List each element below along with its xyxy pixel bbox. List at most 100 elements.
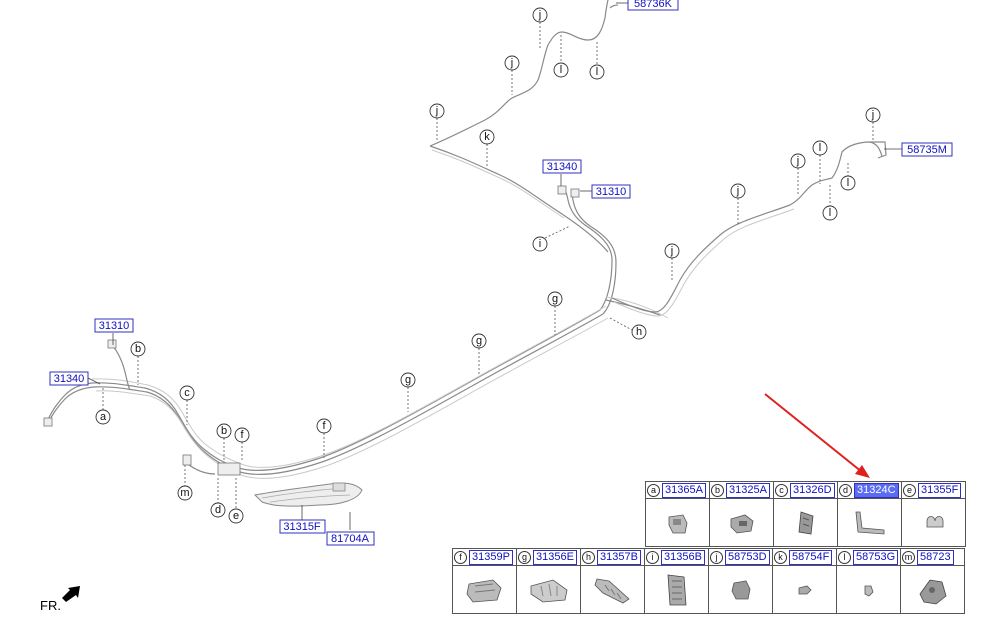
svg-text:g: g bbox=[552, 293, 558, 305]
main-tube-bundle bbox=[47, 187, 669, 479]
leader-lines bbox=[87, 2, 902, 530]
svg-text:c: c bbox=[184, 387, 190, 399]
clip-icon bbox=[466, 579, 501, 602]
callout-j: j bbox=[790, 153, 806, 169]
callout-e: e bbox=[228, 508, 244, 524]
svg-text:l: l bbox=[829, 207, 831, 219]
svg-text:l: l bbox=[847, 177, 849, 189]
callout-a: a bbox=[95, 409, 111, 425]
svg-text:31310: 31310 bbox=[99, 320, 130, 332]
callout-i: i bbox=[532, 236, 548, 252]
svg-text:f: f bbox=[322, 420, 326, 432]
svg-text:j: j bbox=[538, 9, 541, 21]
pointer-arrow bbox=[764, 393, 870, 478]
svg-text:j: j bbox=[871, 109, 874, 121]
callout-b: b bbox=[216, 423, 232, 439]
svg-text:h: h bbox=[636, 326, 642, 338]
callout-c: c bbox=[179, 385, 195, 401]
callout-f: f bbox=[234, 427, 250, 443]
upper-tube bbox=[429, 0, 619, 253]
part-label-31310: 31310 bbox=[591, 184, 631, 199]
clip-icon bbox=[668, 514, 687, 533]
part-label-31340: 31340 bbox=[542, 159, 582, 174]
svg-text:j: j bbox=[435, 105, 438, 117]
callout-j: j bbox=[504, 55, 520, 71]
callout-l: l bbox=[812, 140, 828, 156]
svg-text:l: l bbox=[819, 142, 821, 154]
callout-l: l bbox=[840, 175, 856, 191]
clip-icon bbox=[798, 585, 812, 594]
svg-text:31340: 31340 bbox=[54, 373, 85, 385]
part-label-31315F: 31315F bbox=[279, 519, 326, 534]
right-tube bbox=[611, 141, 887, 317]
clip-icon bbox=[919, 579, 946, 604]
svg-text:g: g bbox=[405, 374, 411, 386]
svg-text:f: f bbox=[240, 429, 244, 441]
heat-shield bbox=[253, 482, 363, 507]
svg-text:31310: 31310 bbox=[596, 186, 627, 198]
svg-text:81704A: 81704A bbox=[331, 533, 370, 545]
svg-text:g: g bbox=[476, 335, 482, 347]
svg-text:j: j bbox=[670, 245, 673, 257]
callout-l: l bbox=[589, 64, 605, 80]
callout-circles: a b c b f m d e f g g g h i j j j l l l … bbox=[95, 7, 881, 524]
svg-text:31315F: 31315F bbox=[283, 521, 321, 533]
svg-text:k: k bbox=[484, 131, 490, 143]
callout-k: k bbox=[479, 129, 495, 145]
part-label-81704A: 81704A bbox=[326, 531, 375, 546]
svg-text:58735M: 58735M bbox=[907, 144, 947, 156]
front-arrow-icon bbox=[62, 586, 80, 602]
svg-text:j: j bbox=[796, 155, 799, 167]
svg-text:i: i bbox=[539, 238, 541, 250]
bracket-icon bbox=[855, 511, 884, 534]
svg-text:d: d bbox=[215, 504, 221, 516]
svg-text:l: l bbox=[560, 64, 562, 76]
clip-icon bbox=[530, 579, 567, 602]
part-label-58736K: 58736K bbox=[627, 0, 679, 11]
bundle-clips bbox=[43, 185, 580, 476]
part-label-58735M: 58735M bbox=[901, 142, 953, 157]
callout-m: m bbox=[177, 485, 193, 501]
svg-text:e: e bbox=[233, 510, 239, 522]
callout-l: l bbox=[822, 205, 838, 221]
callout-h: h bbox=[631, 324, 647, 340]
clip-icon bbox=[926, 515, 943, 527]
callout-l: l bbox=[553, 62, 569, 78]
part-label-31310: 31310 bbox=[94, 318, 134, 333]
callout-j: j bbox=[664, 243, 680, 259]
callout-g: g bbox=[471, 333, 487, 349]
front-indicator: FR. bbox=[40, 586, 80, 613]
svg-text:FR.: FR. bbox=[40, 598, 61, 613]
clip-icon bbox=[730, 514, 753, 533]
callout-d: d bbox=[210, 502, 226, 518]
svg-text:m: m bbox=[180, 487, 189, 499]
svg-text:b: b bbox=[221, 425, 227, 437]
clip-icon bbox=[864, 585, 873, 596]
svg-text:58736K: 58736K bbox=[634, 0, 673, 10]
clip-icon bbox=[594, 578, 630, 603]
callout-j: j bbox=[532, 7, 548, 23]
svg-text:j: j bbox=[510, 57, 513, 69]
svg-text:l: l bbox=[596, 66, 598, 78]
callout-g: g bbox=[547, 291, 563, 307]
callout-j: j bbox=[865, 107, 881, 123]
part-label-31340: 31340 bbox=[49, 371, 89, 386]
svg-text:j: j bbox=[736, 185, 739, 197]
callout-f: f bbox=[316, 418, 332, 434]
